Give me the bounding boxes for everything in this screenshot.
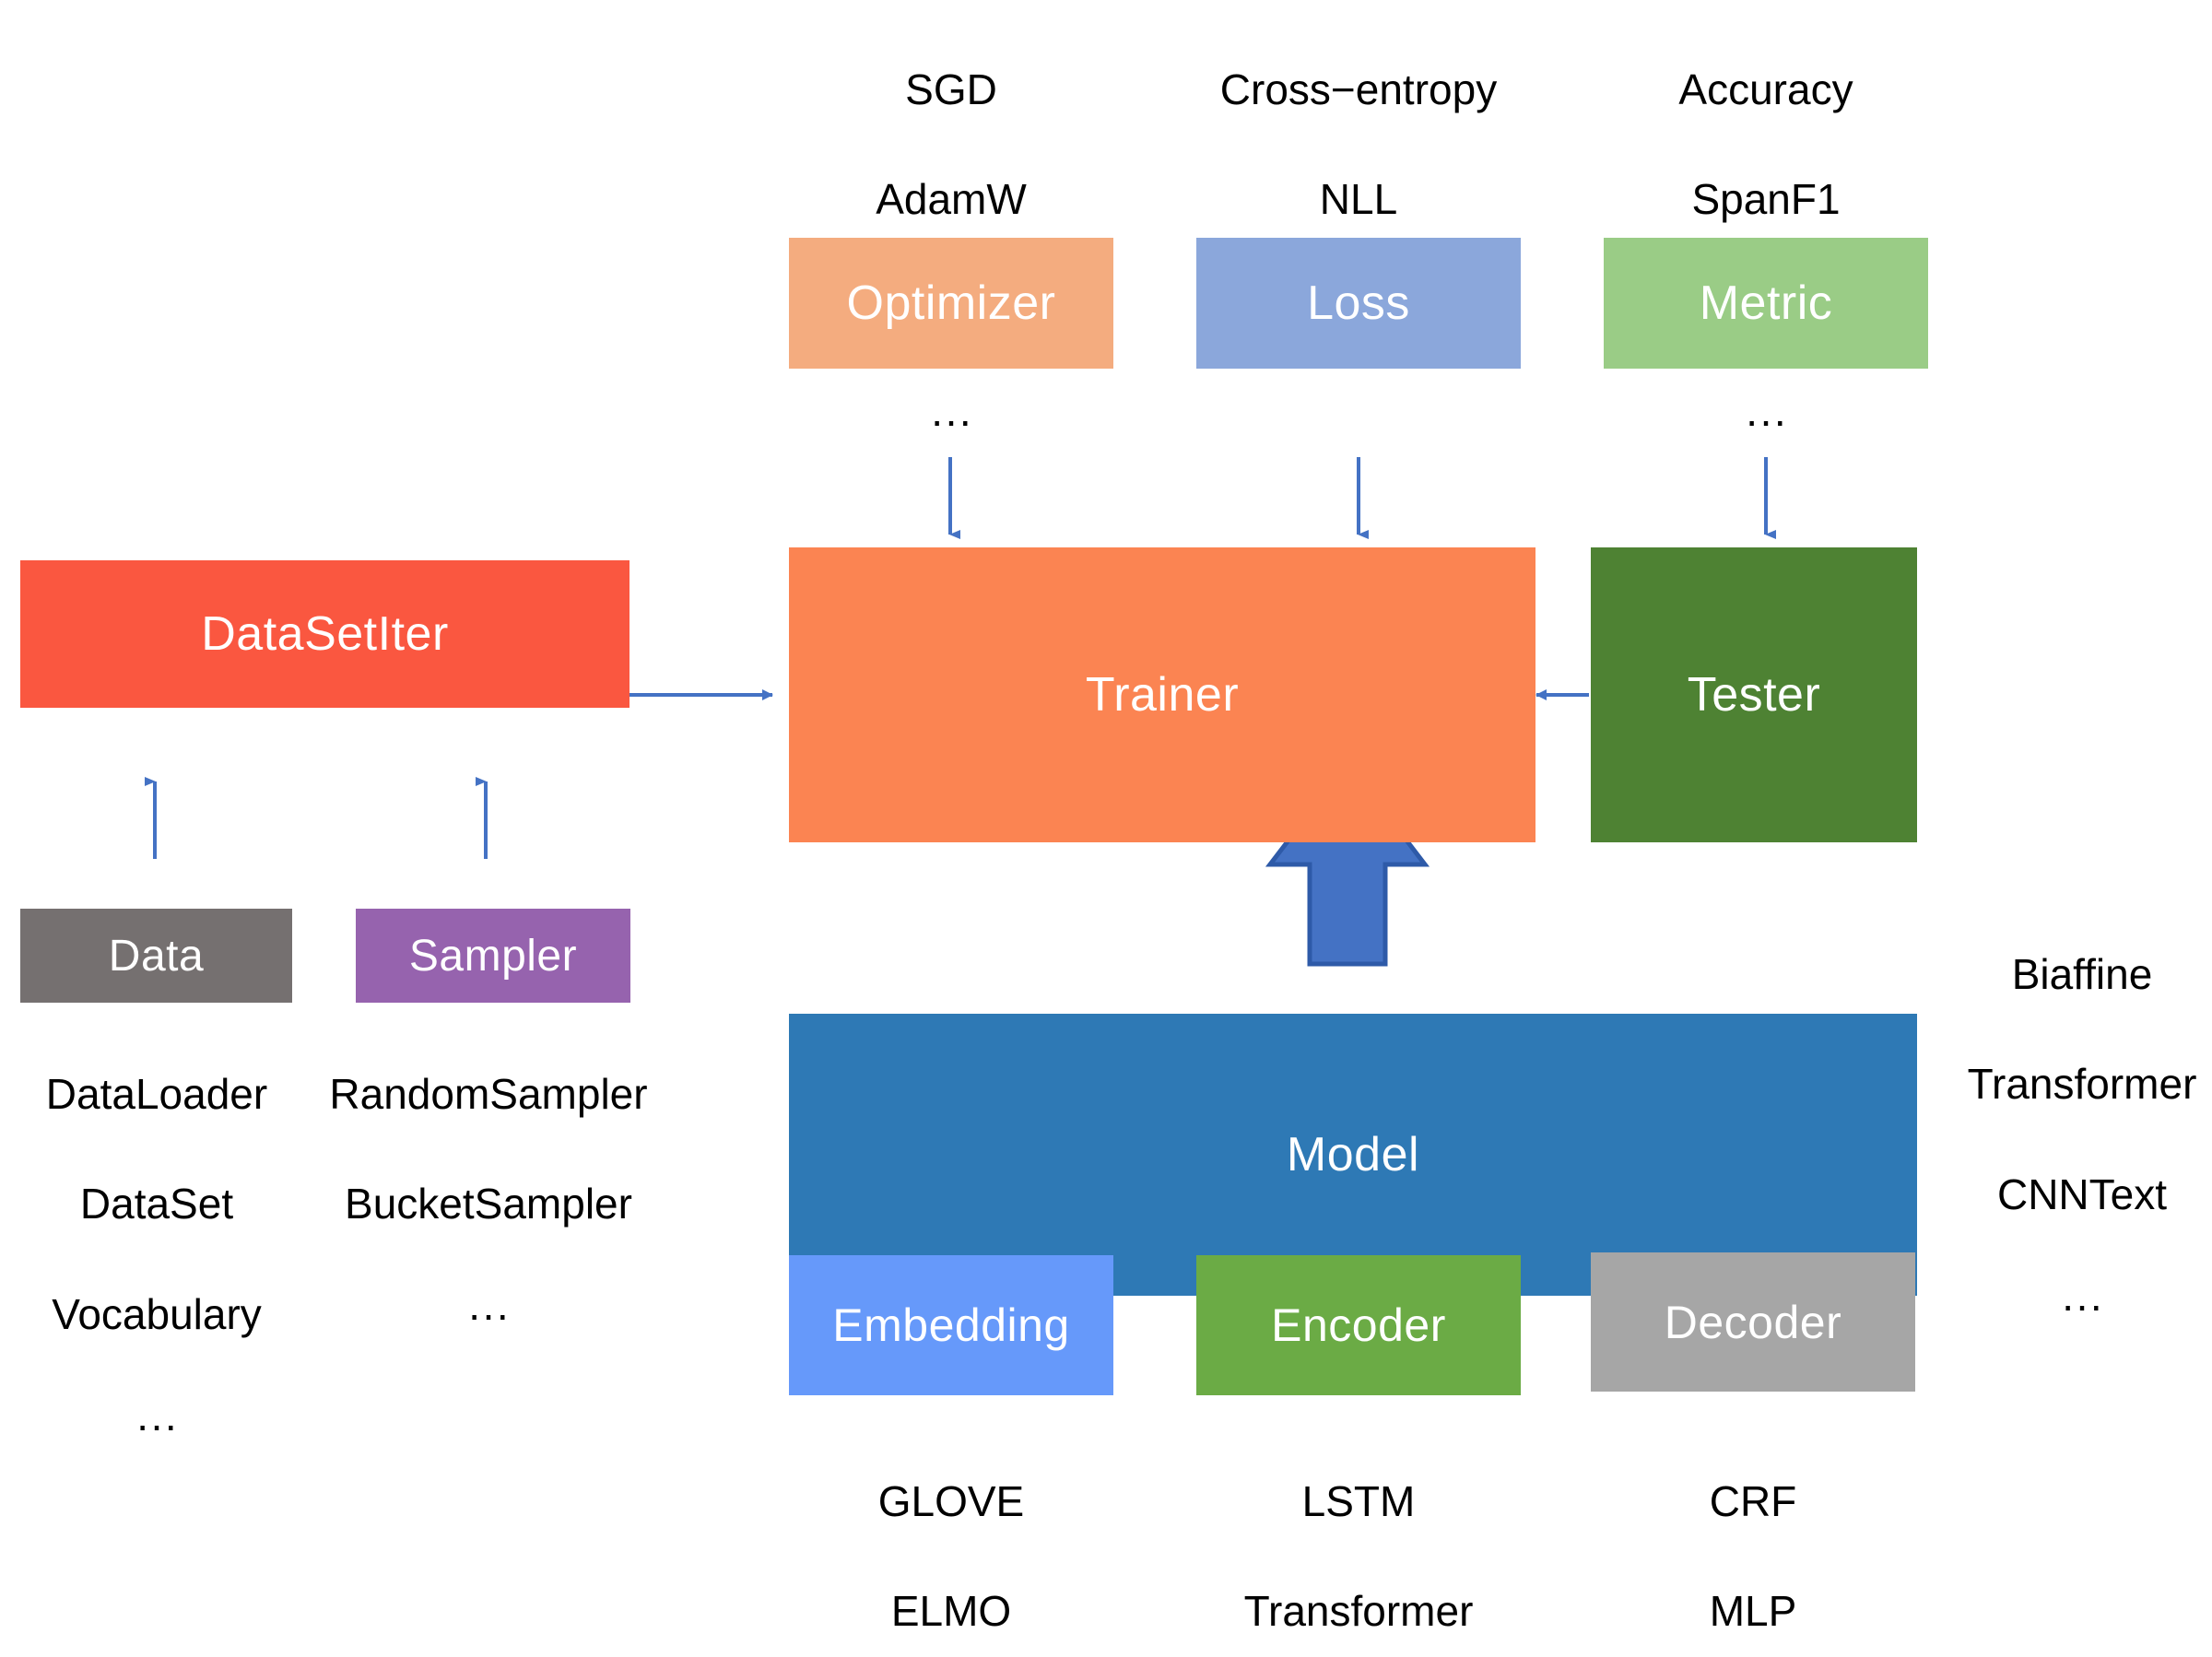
trainer-box[interactable]: Trainer bbox=[789, 547, 1535, 842]
model-caption-line-1: Biaffine bbox=[2011, 949, 2153, 998]
tester-box[interactable]: Tester bbox=[1591, 547, 1917, 842]
data-caption-ellipsis: ··· bbox=[135, 1400, 178, 1449]
embedding-box-label: Embedding bbox=[832, 1299, 1070, 1351]
model-box[interactable]: Model bbox=[789, 1014, 1917, 1296]
loss-box-label: Loss bbox=[1307, 276, 1410, 330]
model-caption-line-3: CNNText bbox=[1996, 1169, 2168, 1218]
data-caption-line-2: DataSet bbox=[79, 1180, 234, 1228]
model-box-label: Model bbox=[1286, 1128, 1420, 1181]
decoder-box-label: Decoder bbox=[1664, 1296, 1842, 1348]
data-box[interactable]: Data bbox=[20, 909, 292, 1003]
data-caption: DataLoader DataSet Vocabulary ··· bbox=[0, 1012, 313, 1508]
metric-box-label: Metric bbox=[1699, 276, 1833, 330]
sampler-caption-line-1: RandomSampler bbox=[329, 1069, 648, 1118]
metric-box[interactable]: Metric bbox=[1604, 238, 1928, 369]
loss-caption-line-2: NLL bbox=[1319, 175, 1398, 224]
optimizer-box[interactable]: Optimizer bbox=[789, 238, 1113, 369]
decoder-caption-line-2: MLP bbox=[1709, 1587, 1797, 1636]
model-caption-line-2: Transformer bbox=[1967, 1060, 2197, 1109]
tester-box-label: Tester bbox=[1687, 668, 1821, 722]
data-caption-line-1: DataLoader bbox=[45, 1069, 268, 1118]
model-caption-ellipsis: ··· bbox=[2061, 1280, 2103, 1329]
embedding-caption: GLOVE ELMO BERT ··· bbox=[789, 1419, 1113, 1657]
datasetiter-box[interactable]: DataSetIter bbox=[20, 560, 629, 708]
encoder-caption-line-1: LSTM bbox=[1301, 1476, 1416, 1525]
trainer-box-label: Trainer bbox=[1085, 668, 1240, 722]
optimizer-caption-line-1: SGD bbox=[905, 65, 997, 113]
sampler-box[interactable]: Sampler bbox=[356, 909, 630, 1003]
sampler-box-label: Sampler bbox=[408, 931, 578, 981]
loss-caption-line-1: Cross−entropy bbox=[1219, 65, 1498, 113]
datasetiter-box-label: DataSetIter bbox=[201, 607, 449, 661]
embedding-caption-line-2: ELMO bbox=[890, 1587, 1012, 1636]
metric-caption-line-1: Accuracy bbox=[1678, 65, 1853, 113]
data-caption-line-3: Vocabulary bbox=[52, 1289, 262, 1338]
metric-caption-line-2: SpanF1 bbox=[1691, 175, 1841, 224]
sampler-caption-line-2: BucketSampler bbox=[345, 1180, 632, 1228]
data-box-label: Data bbox=[108, 931, 205, 981]
encoder-caption-line-2: Transformer bbox=[1243, 1587, 1474, 1636]
encoder-box-label: Encoder bbox=[1271, 1299, 1446, 1351]
sampler-caption: RandomSampler BucketSampler ··· bbox=[323, 1012, 654, 1398]
sampler-caption-ellipsis: ··· bbox=[467, 1289, 510, 1338]
encoder-box[interactable]: Encoder bbox=[1196, 1255, 1521, 1395]
metric-caption-ellipsis: ··· bbox=[1745, 395, 1787, 444]
decoder-caption-line-1: CRF bbox=[1709, 1476, 1797, 1525]
optimizer-caption-ellipsis: ··· bbox=[930, 395, 972, 444]
model-caption: Biaffine Transformer CNNText ··· bbox=[1952, 892, 2212, 1388]
decoder-box[interactable]: Decoder bbox=[1591, 1252, 1915, 1392]
loss-box[interactable]: Loss bbox=[1196, 238, 1521, 369]
decoder-caption: CRF MLP SeqGen ··· bbox=[1591, 1419, 1915, 1657]
embedding-box[interactable]: Embedding bbox=[789, 1255, 1113, 1395]
optimizer-box-label: Optimizer bbox=[846, 276, 1056, 330]
optimizer-caption-line-2: AdamW bbox=[876, 175, 1027, 224]
embedding-caption-line-1: GLOVE bbox=[877, 1476, 1025, 1525]
encoder-caption: LSTM Transformer CNN ··· bbox=[1196, 1419, 1521, 1657]
